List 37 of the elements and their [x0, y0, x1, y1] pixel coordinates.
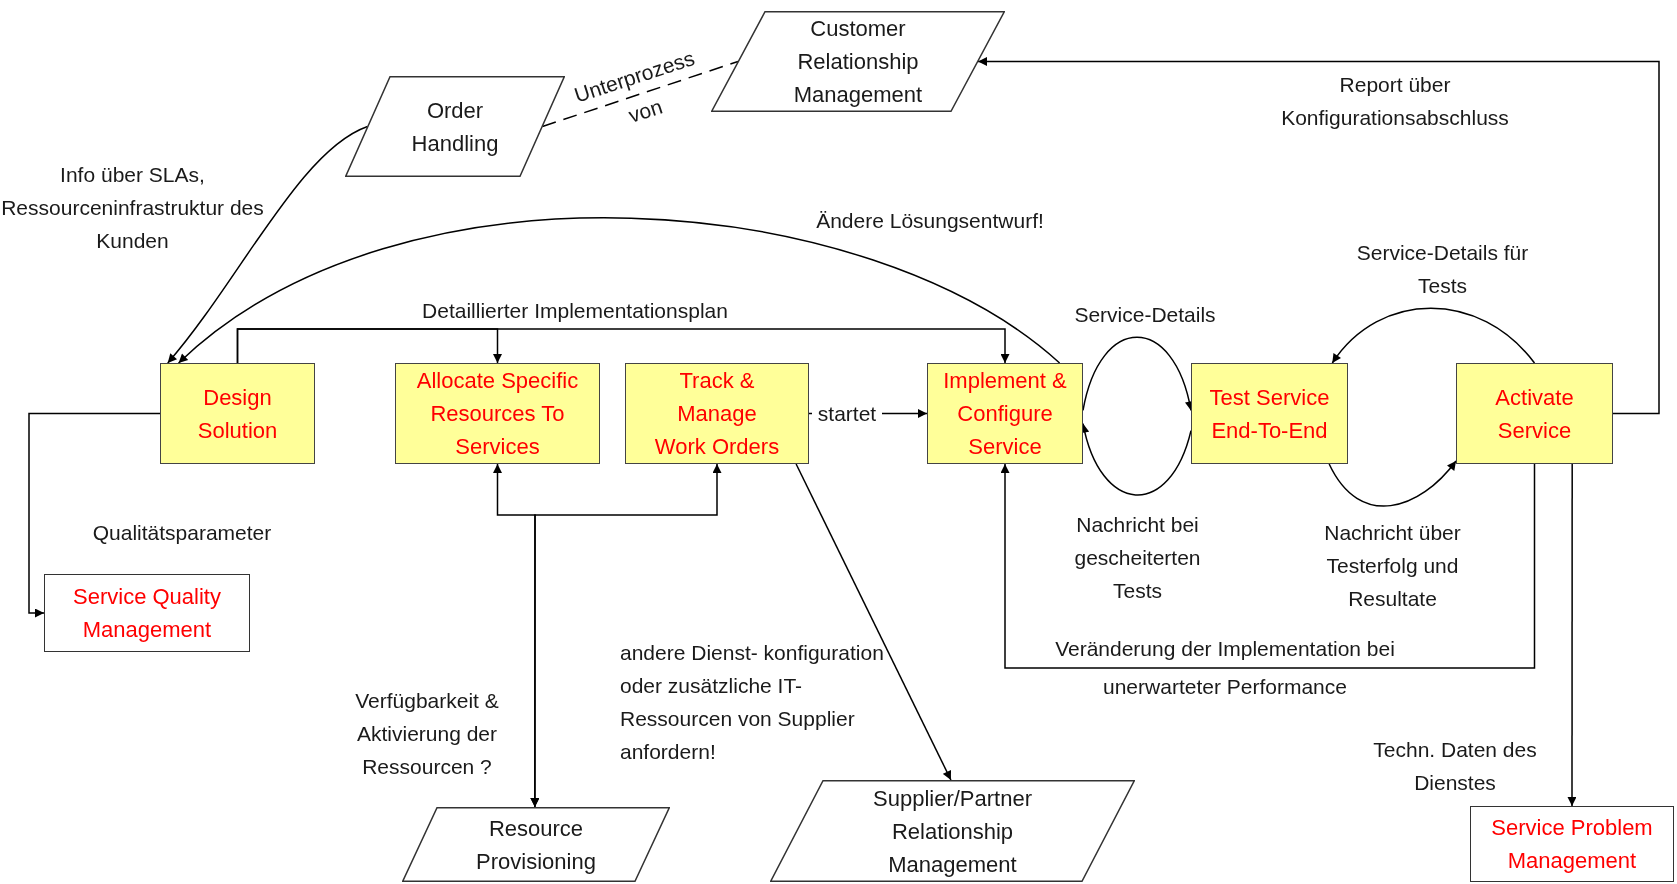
arrow	[977, 57, 1660, 415]
arrow	[530, 463, 722, 808]
edge-label: Ändere Lösungsentwurf!	[815, 208, 1045, 234]
arrow	[1331, 307, 1536, 364]
edge-label: Report über Konfigurationsabschluss	[1280, 72, 1510, 131]
arrow	[236, 328, 1010, 364]
arrow	[1000, 463, 1536, 669]
process-box: Service Quality Management	[44, 574, 250, 652]
process-box: Activate Service	[1456, 363, 1613, 464]
data-parallelogram: Customer Relationship Management	[711, 11, 1005, 112]
arrow	[1328, 460, 1457, 507]
edge-label: Nachricht über Testerfolg und Resultate	[1323, 520, 1462, 612]
data-parallelogram: Supplier/Partner Relationship Management	[770, 780, 1135, 882]
edge-label: Service-Details für Tests	[1355, 240, 1530, 299]
edge-label: Service-Details	[1073, 302, 1217, 328]
dashed-line	[541, 60, 739, 128]
arrow	[795, 463, 952, 781]
process-box: Allocate Specific Resources To Services	[395, 363, 600, 464]
edge-label: Verfügbarkeit & Aktivierung der Ressourcen ?	[354, 688, 500, 780]
arrow	[177, 217, 1061, 364]
data-parallelogram: Resource Provisioning	[402, 807, 670, 882]
data-parallelogram: Order Handling	[345, 76, 565, 177]
arrow	[167, 125, 369, 364]
edge-label: andere Dienst- konfiguration oder zusätzliche IT-Ressourcen von Supplier anfordern!	[620, 640, 885, 765]
process-box: Test Service End-To-End	[1191, 363, 1348, 464]
edge-label: Detaillierter Implementationsplan	[421, 298, 729, 324]
process-box: Service Problem Management	[1470, 806, 1674, 882]
process-box: Track & Manage Work Orders	[625, 363, 809, 464]
arrow	[1567, 463, 1577, 807]
edge-label: Techn. Daten des Dienstes	[1372, 737, 1538, 796]
arrow	[28, 412, 161, 618]
process-box: Implement & Configure Service	[927, 363, 1083, 464]
process-box: Design Solution	[160, 363, 315, 464]
edge-label: Qualitätsparameter	[91, 520, 273, 546]
edge-label: Info über SLAs, Ressourceninfrastruktur des Kunden	[0, 162, 265, 254]
edge-label: Veränderung der Implementation bei unerwarteter Performance	[1054, 636, 1396, 700]
edge-label: Nachricht bei gescheiterten Tests	[1073, 512, 1202, 604]
